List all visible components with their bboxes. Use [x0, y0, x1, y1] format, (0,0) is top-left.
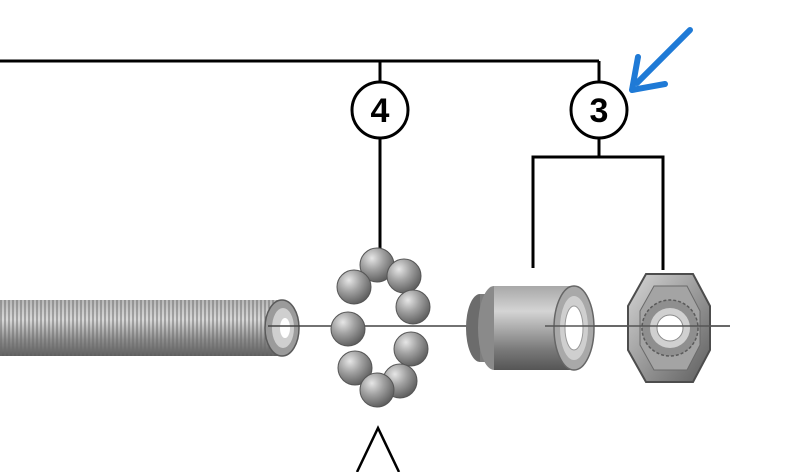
- callout-3-bracket: [531, 155, 665, 270]
- bearing-ball-ring: [330, 247, 431, 408]
- callout-3: 3: [569, 80, 629, 140]
- leader-lines: [0, 59, 665, 270]
- callout-4: 4: [350, 80, 410, 140]
- bearing-cone: [466, 285, 595, 371]
- bottom-pointer-mark: [355, 425, 401, 472]
- threaded-axle: [0, 299, 300, 357]
- callout-4-circle: [350, 80, 410, 140]
- arrow-pointer-icon: [629, 27, 693, 93]
- callout-3-number: 3: [590, 92, 609, 130]
- callout-3-circle: [569, 80, 629, 140]
- callout-4-number: 4: [371, 92, 390, 130]
- lock-nut: [627, 273, 711, 383]
